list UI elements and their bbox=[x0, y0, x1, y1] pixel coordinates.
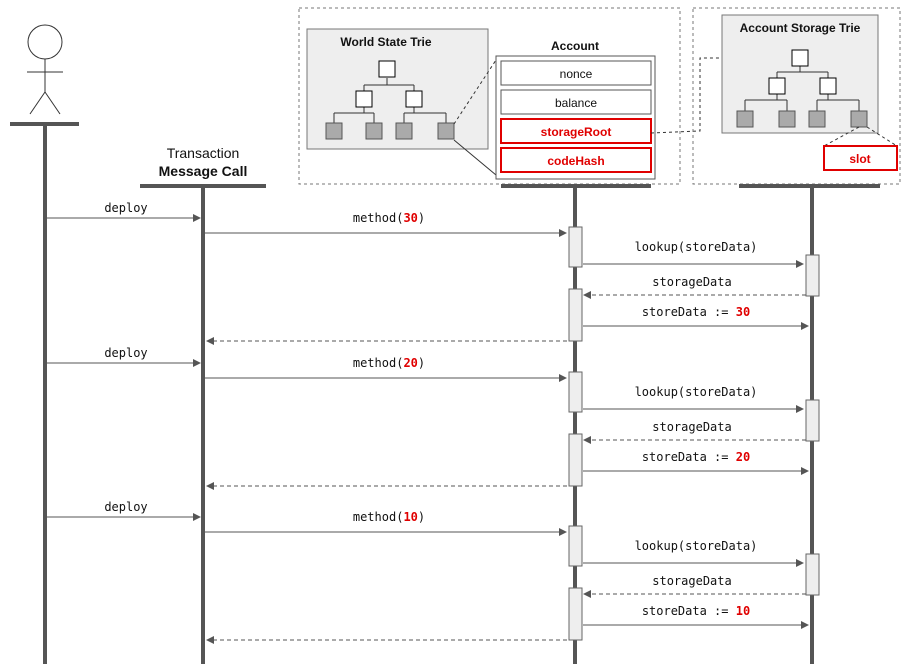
account-field-nonce bbox=[500, 60, 652, 86]
account-activation bbox=[568, 587, 583, 641]
world-state-trie: World State Trie bbox=[306, 28, 489, 150]
store-label: storeData := 30 bbox=[642, 305, 750, 319]
deploy-label: deploy bbox=[104, 201, 147, 215]
account-field-storage-root-label: storageRoot bbox=[541, 125, 612, 139]
world-state-tree bbox=[325, 60, 455, 140]
store-label: storeData := 20 bbox=[642, 450, 750, 464]
account-field-code-hash bbox=[500, 147, 652, 173]
account-activation bbox=[568, 371, 583, 413]
storage-data-label: storageData bbox=[652, 574, 731, 588]
method-label: method(30) bbox=[353, 211, 425, 225]
lookup-label: lookup(storeData) bbox=[635, 539, 758, 553]
lookup-label: lookup(storeData) bbox=[635, 240, 758, 254]
message-rounds: deploy method(30) lookup(storeData) storage… bbox=[45, 201, 820, 644]
method-label: method(20) bbox=[353, 356, 425, 370]
slot-zoom-line-left bbox=[823, 126, 860, 147]
transaction-subtitle: Message Call bbox=[159, 163, 248, 179]
transaction-title: Transaction bbox=[167, 145, 240, 161]
deploy-label: deploy bbox=[104, 346, 147, 360]
deploy-label: deploy bbox=[104, 500, 147, 514]
storage-data-label: storageData bbox=[652, 420, 731, 434]
account-field-balance-label: balance bbox=[555, 96, 597, 110]
account-title: Account bbox=[551, 39, 599, 53]
user-actor-icon bbox=[27, 24, 63, 115]
world-zoom-line-bottom bbox=[453, 139, 497, 176]
round-1 bbox=[568, 226, 820, 342]
world-state-group bbox=[298, 7, 681, 185]
storage-tree bbox=[736, 49, 868, 128]
account-field-code-hash-label: codeHash bbox=[547, 154, 604, 168]
round-3 bbox=[568, 525, 820, 641]
account-activation bbox=[568, 525, 583, 567]
account-activation bbox=[568, 433, 583, 487]
account-field-storage-root bbox=[500, 118, 652, 144]
store-label: storeData := 10 bbox=[642, 604, 750, 618]
storage-data-label: storageData bbox=[652, 275, 731, 289]
account-activation bbox=[568, 226, 583, 268]
account-box: Account nonce balance storageRoot codeHa… bbox=[495, 39, 656, 180]
slot-label: slot bbox=[849, 152, 870, 166]
storage-activation bbox=[805, 254, 820, 297]
lookup-label: lookup(storeData) bbox=[635, 385, 758, 399]
slot-box bbox=[823, 145, 898, 171]
storage-activation bbox=[805, 399, 820, 442]
account-storage-trie: Account Storage Trie bbox=[721, 14, 879, 134]
storage-activation bbox=[805, 553, 820, 596]
round-2 bbox=[568, 371, 820, 487]
account-field-nonce-label: nonce bbox=[560, 67, 593, 81]
account-field-balance bbox=[500, 89, 652, 115]
method-label: method(10) bbox=[353, 510, 425, 524]
world-state-title: World State Trie bbox=[340, 35, 431, 49]
world-zoom-line-top bbox=[453, 59, 497, 125]
storage-title: Account Storage Trie bbox=[740, 21, 861, 35]
account-activation bbox=[568, 288, 583, 342]
